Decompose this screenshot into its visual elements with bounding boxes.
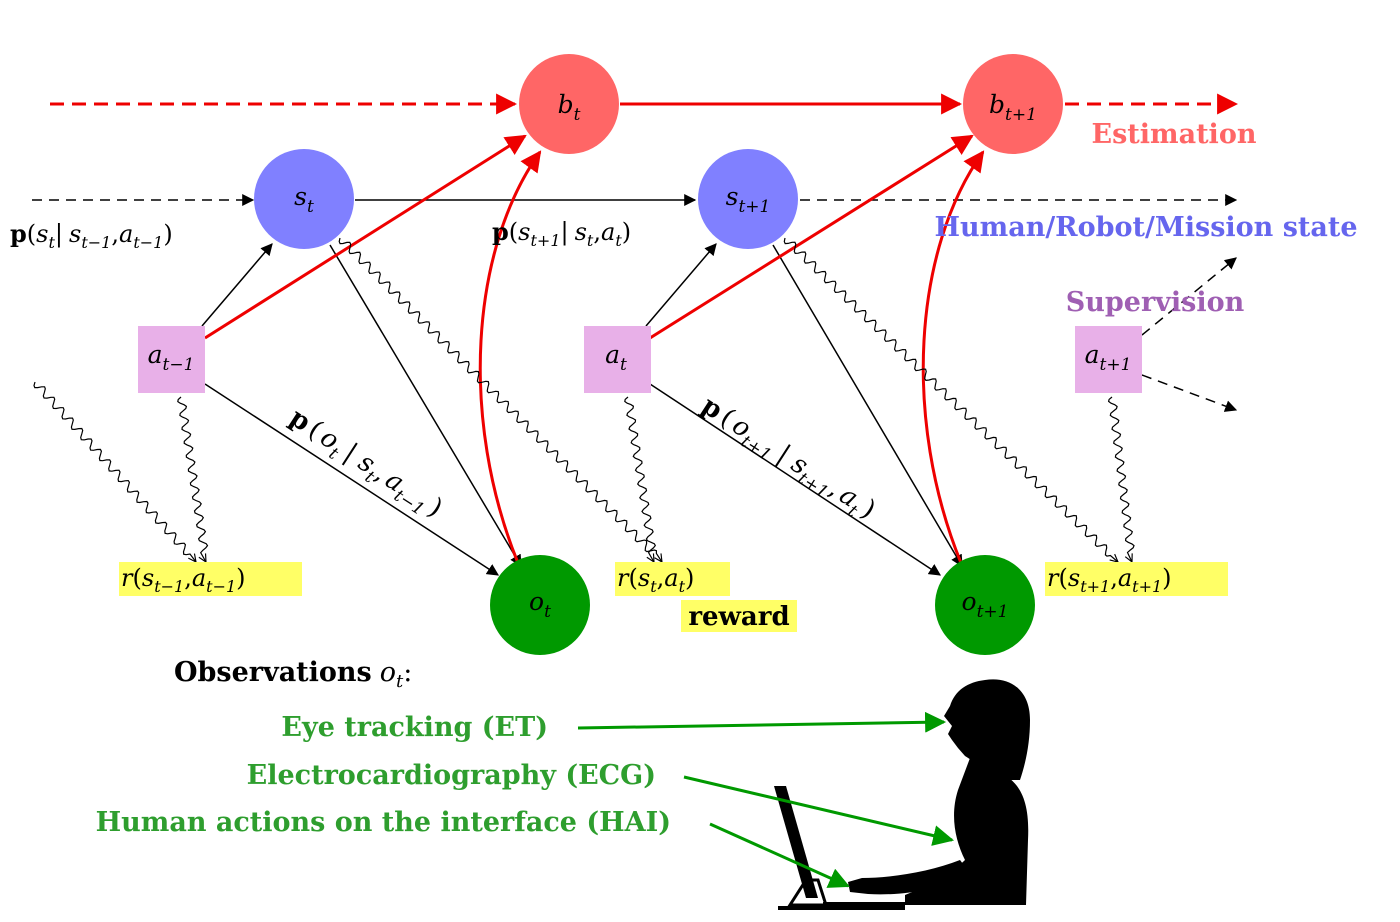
observation-node-t: ot bbox=[490, 555, 590, 655]
estimation-label: Estimation bbox=[1092, 119, 1257, 150]
ecg-pointer-arrow bbox=[683, 775, 955, 846]
reward-label: reward bbox=[681, 600, 797, 632]
action-to-observation-arrow bbox=[204, 383, 500, 576]
svg-text:at: at bbox=[605, 340, 627, 375]
action-node-tm1: at−1 bbox=[138, 326, 205, 393]
state-label: Human/Robot/Mission state bbox=[934, 212, 1357, 243]
state-node-t: st bbox=[254, 149, 354, 249]
svg-text:r(st−1,at−1): r(st−1,at−1) bbox=[121, 564, 246, 596]
observation-model-label-2: p(ot+1|st+1,at) bbox=[693, 391, 880, 530]
reward-wavy-arrow bbox=[783, 237, 1118, 562]
reward-wavy-arrow bbox=[33, 381, 196, 562]
human-operator-silhouette bbox=[774, 679, 1030, 910]
state-to-observation-arrow bbox=[329, 244, 522, 568]
reward-3: r(st+1,at+1) bbox=[1045, 562, 1228, 596]
svg-text:at−1: at−1 bbox=[148, 340, 195, 375]
observation-model-label-1: p(ot|st,at−1) bbox=[281, 403, 447, 528]
action-to-observation-arrow bbox=[649, 383, 942, 576]
belief-node-t1: bt+1 bbox=[963, 54, 1063, 154]
reward-wavy-arrow bbox=[177, 396, 209, 562]
svg-text:st: st bbox=[294, 182, 314, 217]
hai-label: Human actions on the interface (HAI) bbox=[96, 807, 671, 838]
svg-text:ot: ot bbox=[529, 587, 551, 622]
action-to-belief-arrow bbox=[204, 134, 527, 340]
eye-tracking-label: Eye tracking (ET) bbox=[281, 712, 548, 743]
hai-pointer-arrow bbox=[709, 822, 850, 888]
svg-text:at+1: at+1 bbox=[1085, 340, 1132, 375]
supervision-arrow-up bbox=[1141, 257, 1237, 336]
supervision-arrow-down bbox=[1141, 374, 1238, 412]
transition-label-2: p(st+1|st,at) bbox=[492, 217, 631, 250]
reward-wavy-arrow bbox=[338, 237, 662, 562]
reward-1: r(st−1,at−1) bbox=[119, 562, 302, 596]
state-to-observation-arrow bbox=[772, 244, 963, 568]
state-node-t1: st+1 bbox=[698, 149, 798, 249]
action-node-t: at bbox=[584, 326, 651, 393]
svg-text:bt+1: bt+1 bbox=[989, 90, 1037, 125]
transition-label-1: p(st|st−1,at−1) bbox=[10, 219, 173, 252]
action-to-state-arrow bbox=[201, 243, 273, 327]
action-to-state-arrow bbox=[645, 243, 717, 327]
supervision-label: Supervision bbox=[1066, 287, 1245, 318]
observation-node-t1: ot+1 bbox=[935, 555, 1035, 655]
action-node-t1: at+1 bbox=[1075, 326, 1142, 393]
reward-wavy-arrow bbox=[624, 396, 657, 562]
svg-text:r(st,at): r(st,at) bbox=[617, 564, 694, 596]
observation-to-belief-arrow bbox=[921, 150, 985, 564]
reward-wavy-arrow bbox=[1107, 396, 1135, 562]
reward-2: r(st,at) bbox=[615, 562, 730, 596]
svg-text:bt: bt bbox=[558, 90, 581, 125]
ecg-label: Electrocardiography (ECG) bbox=[247, 760, 656, 791]
svg-text:st+1: st+1 bbox=[726, 182, 771, 217]
action-to-belief-arrow bbox=[649, 134, 974, 340]
svg-text:r(st+1,at+1): r(st+1,at+1) bbox=[1047, 564, 1172, 596]
et-pointer-arrow bbox=[577, 711, 947, 733]
observation-to-belief-arrow bbox=[478, 150, 542, 564]
belief-node-t: bt bbox=[519, 54, 619, 154]
svg-text:ot+1: ot+1 bbox=[962, 587, 1009, 622]
svg-text:reward: reward bbox=[688, 602, 789, 632]
